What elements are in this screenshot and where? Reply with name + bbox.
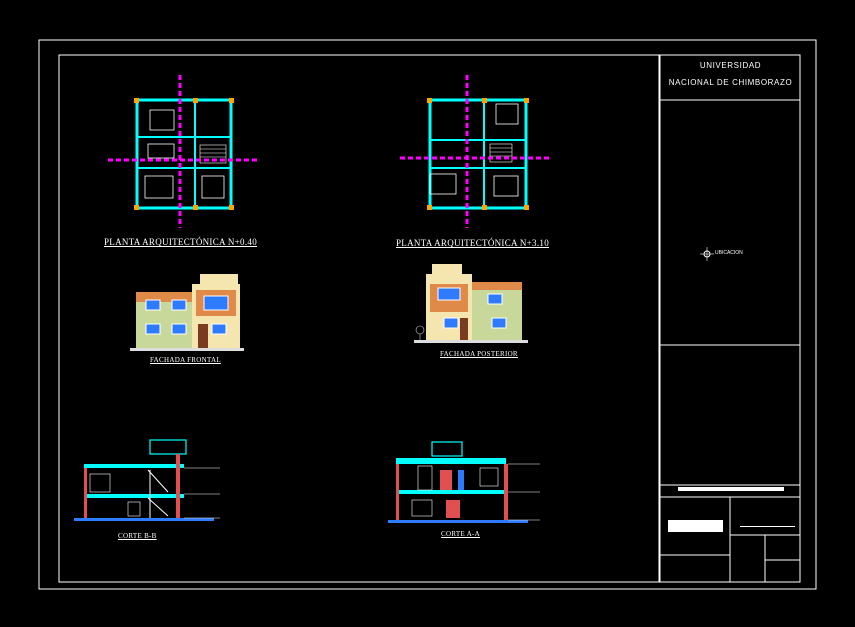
rear-facade	[414, 264, 528, 343]
section-a-a	[388, 441, 540, 523]
title-block-bar	[678, 487, 784, 491]
section-a-a-title: CORTE A-A	[441, 530, 481, 538]
title-block-line	[740, 526, 795, 527]
section-b-b-title: CORTE B-B	[118, 532, 157, 540]
plan-1-title: PLANTA ARQUITECTÓNICA N+0.40	[104, 237, 258, 247]
drawing-area-frame	[58, 54, 660, 583]
university-name-line2: NACIONAL DE CHIMBORAZO	[668, 78, 793, 87]
outer-frame	[38, 39, 817, 590]
university-name-line1: UNIVERSIDAD	[699, 61, 762, 70]
section-b-b	[74, 439, 220, 521]
floor-plan-1	[108, 75, 258, 228]
title-block-stamp	[668, 520, 723, 532]
front-facade	[130, 274, 244, 351]
plan-2-title: PLANTA ARQUITECTÓNICA N+3.10	[396, 238, 550, 248]
floor-plan-2	[400, 75, 552, 228]
front-facade-title: FACHADA FRONTAL	[150, 356, 221, 364]
location-label: UBICACION	[715, 250, 743, 256]
rear-facade-title: FACHADA POSTERIOR	[440, 350, 518, 358]
